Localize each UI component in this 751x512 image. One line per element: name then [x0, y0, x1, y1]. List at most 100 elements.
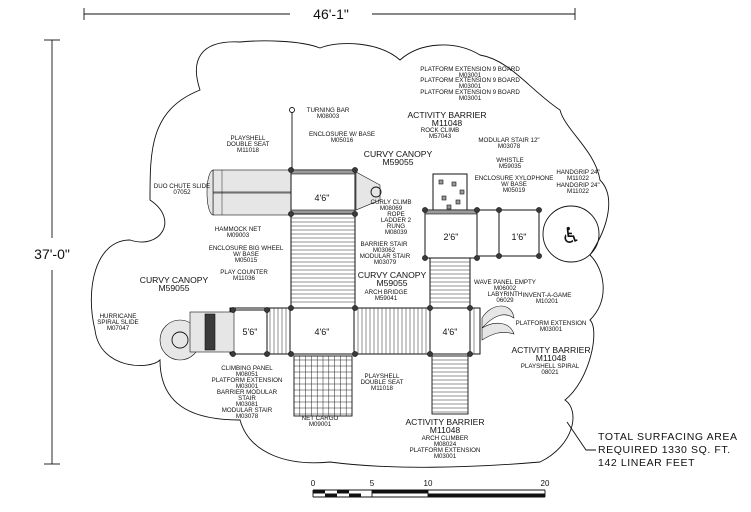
enclosure-xylophone: ♿	[542, 205, 600, 263]
post	[230, 307, 236, 313]
post	[496, 207, 502, 213]
scale-bar: 0 5 10 20	[311, 479, 550, 498]
rock-hold	[451, 181, 457, 187]
post	[352, 305, 358, 311]
post	[264, 307, 270, 313]
wheelchair-icon: ♿	[561, 224, 581, 249]
scale-10: 10	[424, 479, 433, 488]
deck-right-size: 4'6"	[443, 327, 458, 337]
main-walkway: 4'6" 4'6" 5'6"	[229, 307, 481, 355]
deck-handgrip: 1'6"	[476, 209, 540, 257]
post	[536, 253, 542, 259]
vertical-stair-right	[429, 257, 471, 309]
post	[352, 167, 358, 173]
rock-hold	[438, 179, 444, 185]
post	[536, 207, 542, 213]
rock-hold	[441, 195, 447, 201]
post	[467, 351, 473, 357]
scale-20: 20	[541, 479, 550, 488]
deck-handgrip-size: 1'6"	[512, 232, 527, 242]
post-group	[230, 167, 542, 357]
post	[352, 211, 358, 217]
post	[467, 305, 473, 311]
post	[422, 207, 428, 213]
scale-0: 0	[311, 479, 316, 488]
turning-bar	[289, 107, 295, 168]
post	[422, 255, 428, 261]
surfacing-note-line-2: REQUIRED 1330 SQ. FT.	[598, 444, 731, 456]
duo-chute-slide	[206, 169, 292, 216]
deck-left-size: 5'6"	[243, 327, 258, 337]
post	[496, 253, 502, 259]
post	[288, 305, 294, 311]
surfacing-note-line-1: TOTAL SURFACING AREA	[598, 431, 738, 443]
post	[352, 351, 358, 357]
post	[264, 351, 270, 357]
deck-upper-left-size: 4'6"	[315, 193, 330, 203]
scale-5: 5	[370, 479, 375, 488]
post	[288, 167, 294, 173]
surfacing-boundary	[90, 40, 610, 468]
post	[288, 211, 294, 217]
rock-hold	[446, 204, 452, 210]
deck-upper-right: 2'6"	[424, 209, 478, 259]
deck-center-size: 4'6"	[315, 327, 330, 337]
surfacing-note: TOTAL SURFACING AREA REQUIRED 1330 SQ. F…	[566, 421, 738, 469]
deck-upper-right-size: 2'6"	[444, 232, 459, 242]
hurricane-spiral-slide	[159, 311, 235, 361]
post	[427, 305, 433, 311]
playshell-upper	[355, 171, 382, 211]
net-cargo	[293, 355, 353, 417]
arch-climber	[431, 355, 469, 415]
deck-upper-left: 4'6"	[290, 169, 356, 215]
post	[427, 351, 433, 357]
label-handgrip-2: HANDGRIP 24"M11022	[556, 182, 599, 195]
post	[474, 207, 480, 213]
post	[230, 351, 236, 357]
playshell-spiral	[481, 305, 515, 341]
height-dimension: 37'-0"	[34, 39, 70, 465]
label-modular-stair-12: MODULAR STAIR 12"M03078	[478, 137, 539, 150]
height-dimension-label: 37'-0"	[34, 246, 70, 262]
width-dimension: 46'-1"	[83, 6, 576, 22]
post	[474, 255, 480, 261]
rock-hold	[455, 199, 461, 205]
post	[288, 351, 294, 357]
width-dimension-label: 46'-1"	[313, 6, 349, 22]
rock-hold	[459, 189, 465, 195]
